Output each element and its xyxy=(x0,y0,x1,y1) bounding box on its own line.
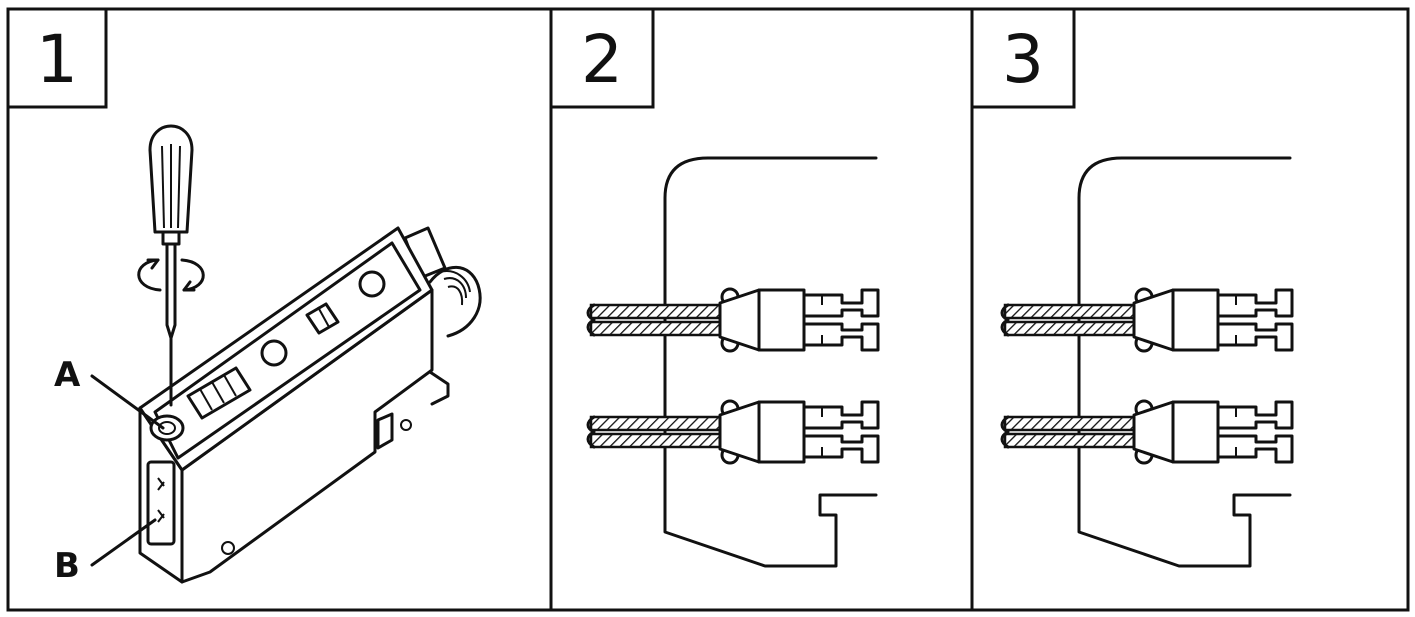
callout-b-label: B xyxy=(54,546,80,586)
fiber-cable-upper-inserted xyxy=(1000,287,1294,353)
step-number-box xyxy=(549,7,655,109)
fiber-amplifier-illustration xyxy=(138,226,482,584)
callout-a-label: A xyxy=(54,355,81,395)
step-number: 1 xyxy=(36,21,78,98)
amplifier-housing-outline xyxy=(1077,156,1292,568)
panel-step-2: 2 xyxy=(549,7,880,568)
amplifier-housing-outline xyxy=(663,156,878,568)
diagram-frame xyxy=(6,7,1410,612)
step-number: 2 xyxy=(581,21,623,98)
panel-step-3: 3 xyxy=(970,7,1294,568)
step-number: 3 xyxy=(1002,21,1044,98)
screwdriver-icon xyxy=(137,124,205,407)
step-number-box xyxy=(6,7,108,109)
step-number-box xyxy=(970,7,1076,109)
fiber-cable-lower-inserted xyxy=(1000,399,1294,465)
callout-a-leader xyxy=(90,374,165,430)
fiber-cable-lower xyxy=(586,399,880,465)
panel-step-1: 1 xyxy=(6,7,482,586)
callout-b-leader xyxy=(90,518,157,567)
fiber-cable-upper xyxy=(586,287,880,353)
